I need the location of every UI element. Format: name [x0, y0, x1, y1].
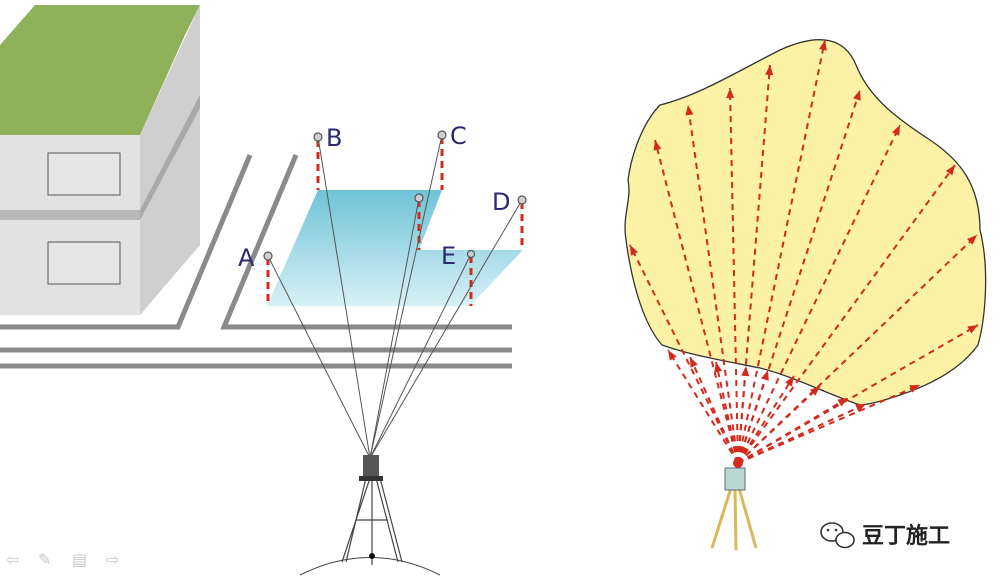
prism-icon	[517, 195, 527, 205]
wechat-icon	[820, 522, 855, 549]
radial-rays	[629, 39, 979, 464]
ray-arrowhead	[967, 325, 978, 334]
building-roof	[0, 5, 200, 135]
arrow-left-icon[interactable]: ⇦	[6, 550, 19, 569]
roads	[0, 154, 512, 369]
survey-ray	[667, 349, 739, 464]
ray-arrowhead	[785, 376, 794, 387]
ray-arrowhead	[726, 88, 735, 99]
sight-line	[369, 134, 443, 459]
total-station-left	[299, 455, 441, 576]
ray-arrowhead	[741, 366, 750, 377]
ray-arrowhead	[837, 398, 848, 407]
road-line	[220, 154, 512, 330]
instrument-body	[363, 455, 379, 479]
survey-area	[624, 39, 987, 406]
prism-icon	[437, 130, 447, 140]
building-band	[0, 210, 140, 220]
watermark-text: 豆丁施工	[862, 523, 950, 549]
ray-arrowhead	[714, 362, 723, 373]
ray-arrowheads	[630, 40, 978, 412]
survey-ray	[737, 234, 978, 464]
sight-lines	[267, 134, 523, 459]
survey-ray	[629, 244, 739, 464]
survey-ray	[737, 324, 979, 464]
prism-targets	[263, 130, 527, 261]
ray-arrowhead	[685, 105, 694, 116]
prism-icon	[466, 249, 476, 259]
sight-line	[267, 255, 371, 459]
ray-arrowhead	[892, 125, 900, 136]
prism-icon	[313, 132, 323, 142]
ray-arrowhead	[690, 357, 698, 368]
survey-ray	[737, 39, 826, 464]
ray-arrowhead	[967, 235, 977, 245]
survey-ray	[737, 64, 771, 464]
ground-curve	[299, 557, 441, 576]
survey-ray	[737, 384, 921, 464]
ray-arrowhead	[765, 65, 774, 76]
prism-icon	[263, 251, 273, 261]
arrow-right-icon[interactable]: ⇨	[106, 550, 119, 569]
building	[0, 5, 200, 315]
instrument-body	[724, 467, 746, 491]
sight-line	[369, 197, 420, 459]
label-a: A	[238, 244, 255, 272]
survey-ray	[729, 87, 739, 464]
ray-arrowhead	[909, 385, 920, 393]
ray-arrowhead	[668, 350, 677, 361]
label-e: E	[441, 242, 456, 270]
building-window	[47, 152, 121, 196]
ray-arrowhead	[819, 40, 827, 51]
road-line	[0, 154, 253, 330]
total-station-right	[710, 458, 758, 551]
ray-arrowhead	[855, 404, 866, 412]
building-window	[47, 241, 121, 285]
ray-arrowhead	[853, 90, 861, 101]
prism-icon	[414, 193, 424, 203]
survey-ray	[737, 124, 901, 464]
pen-icon[interactable]: ✎	[38, 550, 51, 569]
survey-ray	[687, 104, 739, 464]
building-plot	[267, 190, 523, 306]
ray-arrowhead	[653, 140, 662, 151]
ray-arrowhead	[809, 386, 820, 396]
label-d: D	[492, 188, 510, 216]
ray-arrowhead	[761, 370, 769, 381]
survey-ray	[689, 356, 739, 464]
watermark: 豆丁施工	[820, 522, 950, 549]
slide-nav: ⇦ ✎ ▤ ⇨	[6, 550, 119, 569]
sight-line	[369, 253, 472, 459]
survey-poles	[266, 137, 524, 306]
label-b: B	[326, 124, 342, 152]
ray-arrowhead	[630, 245, 639, 256]
sight-line	[317, 136, 371, 459]
survey-ray	[654, 139, 739, 464]
building-band-side	[140, 95, 200, 220]
label-c: C	[450, 122, 467, 150]
ray-arrowhead	[945, 165, 955, 176]
sight-line	[369, 199, 523, 459]
menu-icon[interactable]: ▤	[72, 550, 87, 569]
